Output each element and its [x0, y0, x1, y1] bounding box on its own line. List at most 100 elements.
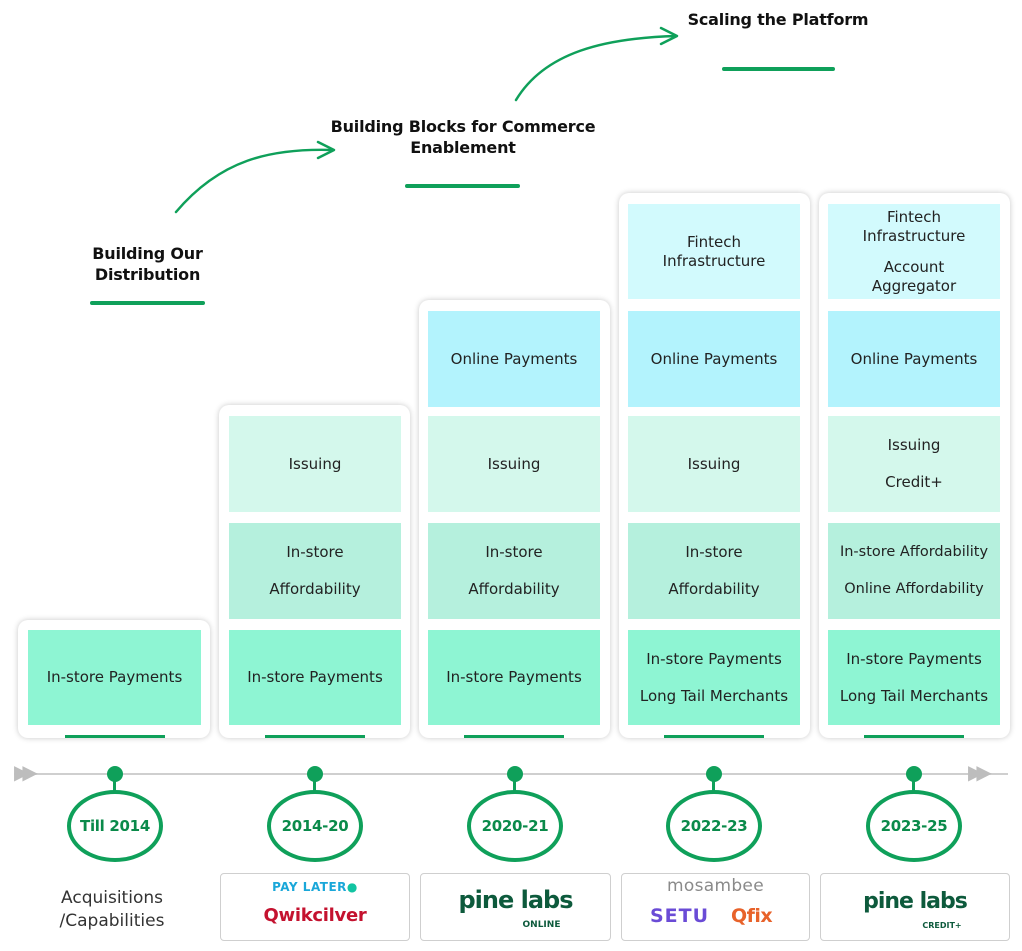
pin-stem	[513, 780, 516, 794]
block-issuing-col4: Issuing	[628, 416, 800, 512]
pin-icon	[307, 766, 323, 782]
qfix-logo: Qfix	[731, 905, 773, 927]
block-label: Infrastructure	[862, 226, 966, 245]
year-badge-till-2014: Till 2014	[67, 790, 163, 862]
block-label: Issuing	[288, 454, 342, 473]
block-issuing-col2: Issuing	[229, 416, 401, 512]
pin-icon	[107, 766, 123, 782]
pinelabs-credit-main: pine labs	[863, 889, 968, 914]
block-label: Account	[883, 257, 945, 276]
logo-box-2020-21	[420, 873, 611, 941]
column-underline	[864, 735, 964, 738]
year-badge-2023-25: 2023-25	[866, 790, 962, 862]
block-label: Issuing	[887, 436, 941, 454]
pin-icon	[906, 766, 922, 782]
acquisitions-label-line1: Acquisitions	[61, 888, 163, 908]
block-payments-col3: In-store Payments	[428, 630, 600, 725]
phase-underline-distribution	[90, 301, 205, 305]
logo-box-2014-20	[220, 873, 410, 941]
block-label: Affordability	[668, 580, 760, 598]
year-badge-2014-20: 2014-20	[267, 790, 363, 862]
column-underline	[664, 735, 764, 738]
pin-icon	[706, 766, 722, 782]
block-online-col4: Online Payments	[628, 311, 800, 407]
block-label: Fintech	[886, 207, 942, 226]
block-label: Fintech	[686, 232, 742, 251]
block-payments-col4: In-store Payments Long Tail Merchants	[628, 630, 800, 725]
timeline-end-arrows-icon: ▶▶	[968, 762, 992, 784]
block-issuing-col5: Issuing Credit+	[828, 416, 1000, 512]
block-payments-col1: In-store Payments	[28, 630, 201, 725]
pin-stem	[113, 780, 116, 794]
block-label: Online Payments	[850, 349, 978, 368]
block-label: Online Payments	[650, 349, 778, 368]
growth-arrow-1	[174, 148, 335, 214]
block-label: Aggregator	[871, 276, 957, 295]
paylater-mark-icon: ●	[346, 880, 358, 894]
growth-arrow-2-head	[659, 26, 679, 46]
block-label: Online Payments	[450, 349, 578, 368]
block-online-col3: Online Payments	[428, 311, 600, 407]
block-label: In-store Payments	[646, 649, 782, 668]
column-underline	[65, 735, 165, 738]
block-label: In-store	[685, 543, 743, 561]
phase-title-distribution: Building Our Distribution	[92, 244, 203, 284]
block-payments-col2: In-store Payments	[229, 630, 401, 725]
block-label: In-store Payments	[247, 668, 383, 686]
year-badge-2022-23: 2022-23	[666, 790, 762, 862]
qwikcilver-logo: Qwikcilver	[263, 905, 367, 926]
acquisitions-label: Acquisitions /Capabilities	[30, 887, 194, 933]
logo-box-2022-23	[621, 873, 810, 941]
block-label: In-store Payments	[446, 668, 582, 686]
pin-stem	[912, 780, 915, 794]
block-label: Long Tail Merchants	[839, 686, 989, 705]
pinelabs-online-logo: pine labs ONLINE	[420, 888, 611, 931]
block-fintech-col5: Fintech Infrastructure Account Aggregato…	[828, 204, 1000, 299]
pin-icon	[507, 766, 523, 782]
paylater-logo: PAY LATER●	[220, 880, 410, 894]
mosambee-logo: mosambee	[667, 876, 764, 896]
block-label: Infrastructure	[662, 251, 766, 270]
acquisitions-label-line2: /Capabilities	[59, 911, 165, 931]
block-label: Affordability	[269, 580, 361, 598]
block-label: In-store	[485, 543, 543, 561]
block-affordability-col2: In-store Affordability	[229, 523, 401, 619]
block-label: In-store Payments	[846, 649, 982, 668]
column-underline	[265, 735, 365, 738]
block-issuing-col3: Issuing	[428, 416, 600, 512]
phase-title-scaling: Scaling the Platform	[687, 10, 869, 29]
phase-underline-building-blocks	[405, 184, 520, 188]
block-label: Issuing	[687, 454, 741, 473]
block-label: Issuing	[487, 454, 541, 473]
logo-box-2023-25	[820, 873, 1010, 941]
phase-title-building-blocks: Building Blocks for Commerce Enablement	[318, 116, 608, 158]
paylater-logo-text: PAY LATER	[272, 880, 347, 894]
block-label: In-store Affordability	[839, 544, 989, 560]
year-badge-2020-21: 2020-21	[467, 790, 563, 862]
pinelabs-online-sub: ONLINE	[522, 920, 561, 930]
block-label: Credit+	[885, 473, 943, 491]
column-underline	[464, 735, 564, 738]
block-fintech-col4: Fintech Infrastructure	[628, 204, 800, 299]
block-affordability-col4: In-store Affordability	[628, 523, 800, 619]
growth-arrow-1-head	[316, 140, 336, 160]
block-label: In-store	[286, 543, 344, 561]
block-label: Long Tail Merchants	[639, 686, 789, 705]
block-payments-col5: In-store Payments Long Tail Merchants	[828, 630, 1000, 725]
block-label: Online Affordability	[844, 581, 984, 597]
block-online-col5: Online Payments	[828, 311, 1000, 407]
phase-title-building-blocks-line1: Building Blocks for Commerce	[330, 117, 596, 136]
phase-arrows	[174, 26, 679, 214]
pinelabs-credit-logo: pine labs CREDIT+	[820, 891, 1010, 932]
pinelabs-online-main: pine labs	[458, 886, 573, 914]
block-label: In-store Payments	[46, 668, 183, 686]
phase-title-building-blocks-line2: Enablement	[410, 138, 516, 157]
block-affordability-col5: In-store Affordability Online Affordabil…	[828, 523, 1000, 619]
growth-arrow-2	[514, 34, 678, 102]
pin-stem	[712, 780, 715, 794]
phase-underline-scaling	[722, 67, 835, 71]
pin-stem	[313, 780, 316, 794]
timeline-start-arrows-icon: ▶▶	[14, 762, 38, 784]
setu-logo: SETU	[650, 905, 710, 927]
block-label: Affordability	[468, 580, 560, 598]
